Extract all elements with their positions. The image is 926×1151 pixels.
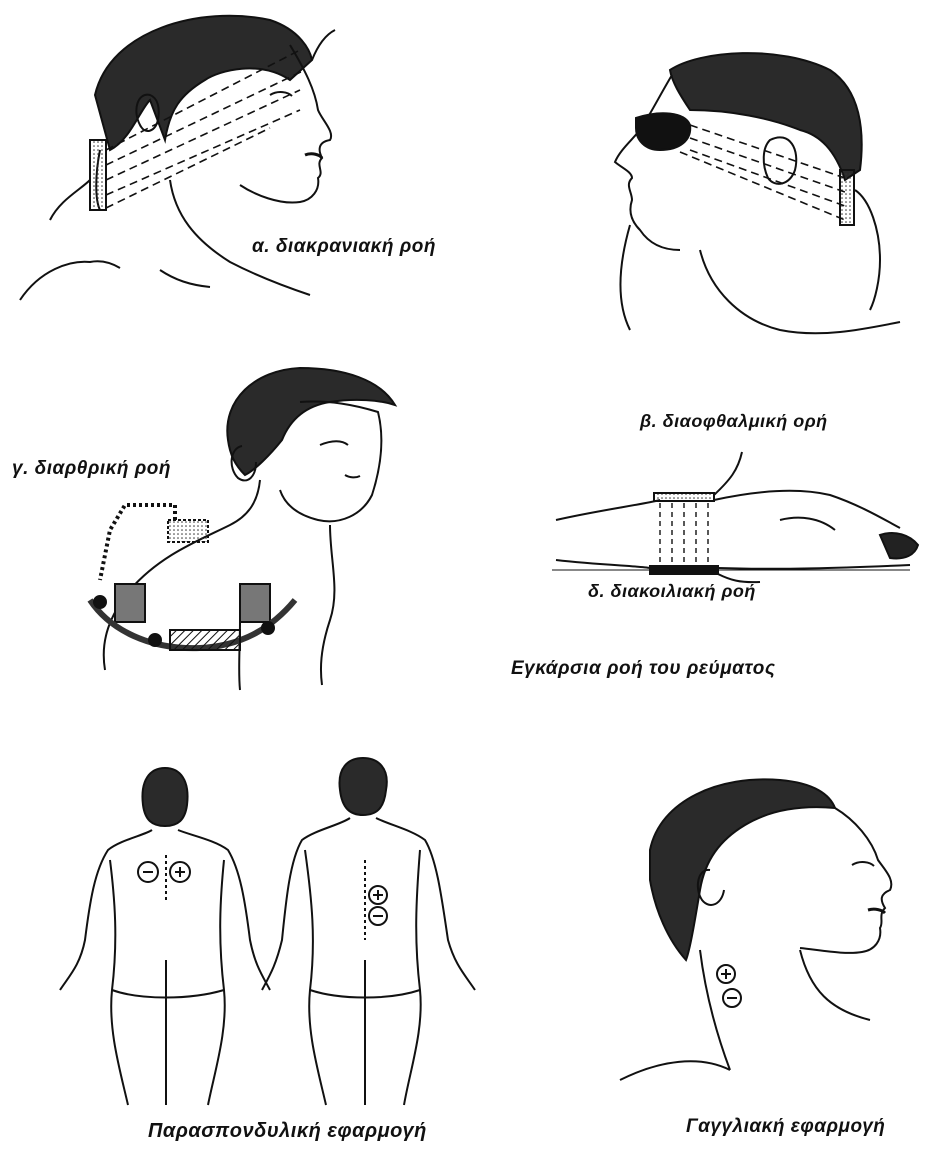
figure-paravertebral-left-body: [60, 768, 270, 1105]
figure-transocular-head: [615, 53, 900, 333]
label-paravertebral-application: Παρασπονδυλική εφαρμογή: [148, 1120, 427, 1143]
figure-transabdominal-torso: [552, 452, 918, 582]
label-transarticular-flow: γ. διαρθρική ροή: [12, 458, 171, 480]
label-transverse-flow-title: Εγκάρσια ροή του ρεύματος: [511, 658, 775, 680]
figure-paravertebral-right-body: [262, 758, 475, 1105]
figure-ganglionic-head: [620, 779, 891, 1080]
label-transcranial-flow: α. διακρανιακή ροή: [252, 236, 436, 258]
figure-transarticular-shoulder: [90, 368, 395, 690]
label-transabdominal-flow: δ. διακοιλιακή ροή: [588, 581, 756, 602]
label-transocular-flow: β. διαοφθαλμική ορή: [640, 411, 828, 432]
label-ganglionic-application: Γαγγλιακή εφαρμογή: [686, 1116, 885, 1138]
